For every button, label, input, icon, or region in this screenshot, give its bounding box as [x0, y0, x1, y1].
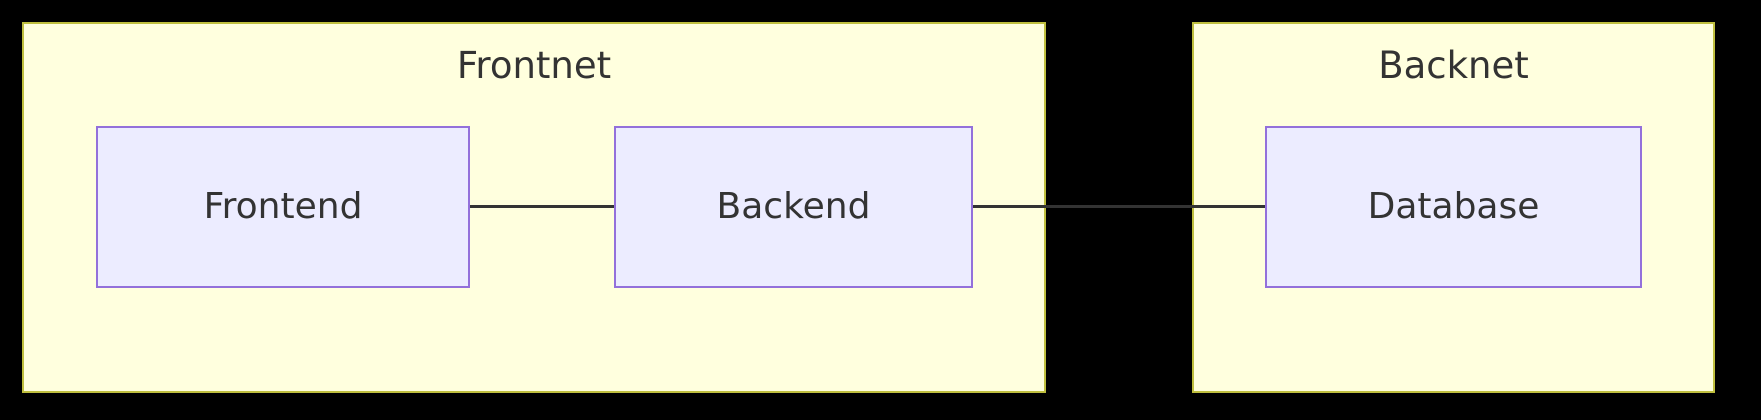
node-frontend-label: Frontend: [203, 186, 363, 227]
node-database[interactable]: Database: [1265, 126, 1642, 288]
edge-backend-to-database: [972, 205, 1266, 208]
node-backend[interactable]: Backend: [614, 126, 973, 288]
node-database-label: Database: [1367, 186, 1540, 227]
node-backend-label: Backend: [716, 186, 871, 227]
subgraph-backnet-title: Backnet: [1378, 44, 1529, 87]
node-frontend[interactable]: Frontend: [96, 126, 470, 288]
subgraph-frontnet-title: Frontnet: [456, 44, 612, 87]
edge-frontend-to-backend: [470, 205, 615, 208]
